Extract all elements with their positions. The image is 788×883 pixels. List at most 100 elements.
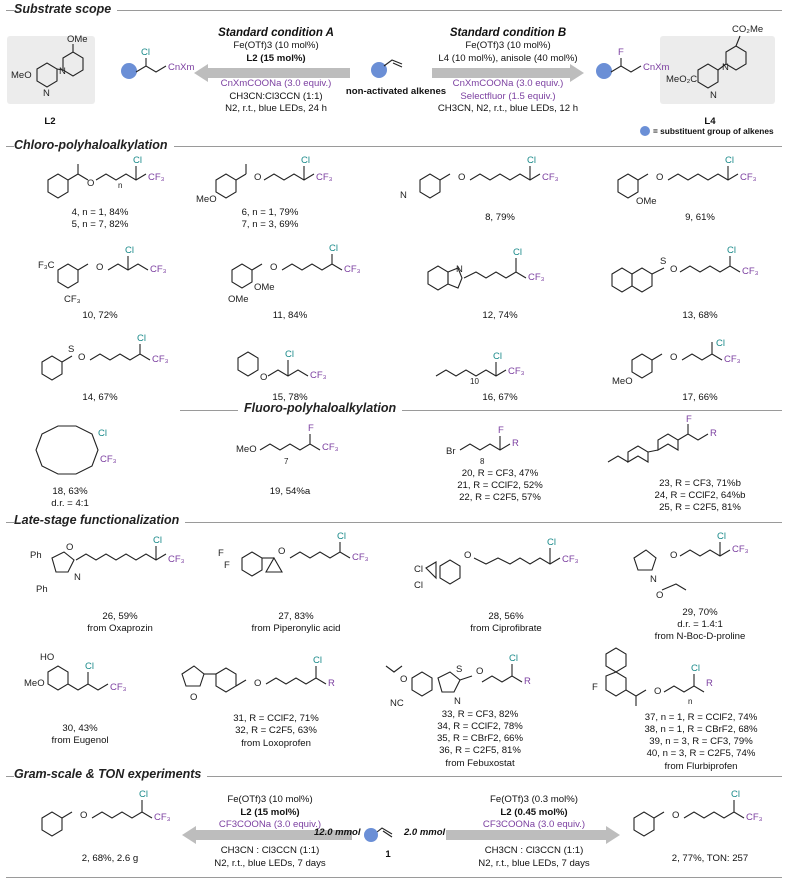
rule-fluoro (180, 410, 782, 411)
svg-text:N: N (650, 574, 657, 585)
condition-A: Standard condition A Fe(OTf)3 (10 mol%) … (218, 27, 334, 115)
arrowhead-A (194, 64, 208, 82)
svg-text:Cl: Cl (547, 537, 556, 548)
label-26: 26, 59% (102, 611, 138, 622)
svg-text:Ph: Ph (30, 550, 42, 561)
structure-14: S O Cl CF₃ (41, 333, 169, 381)
rule-late (6, 522, 782, 523)
gram-arrowhead-right (606, 826, 620, 844)
svg-text:Cl: Cl (133, 155, 142, 166)
alkene-skeleton (383, 59, 403, 68)
gram-arrow-left (196, 830, 352, 840)
label-21: 21, R = CClF2, 52% (457, 480, 543, 491)
svg-text:CF₃: CF₃ (508, 366, 525, 377)
label-29-from: from N-Boc-D-proline (654, 631, 746, 642)
svg-text:Cl: Cl (141, 47, 150, 58)
svg-text:O: O (260, 372, 267, 383)
structure-33-36: O NC S N O Cl R (385, 653, 531, 709)
label-14: 14, 67% (82, 392, 118, 403)
ligand-L2-label: L2 (44, 116, 56, 127)
label-37: 37, n = 1, R = CClF2, 74% (644, 712, 758, 723)
svg-text:O: O (656, 590, 663, 601)
svg-text:R: R (710, 428, 717, 439)
gram-center-label: 1 (385, 849, 391, 860)
svg-text:Cl: Cl (414, 580, 423, 591)
label-35: 35, R = CBrF2, 66% (436, 733, 524, 744)
structure-17: MeO O Cl CF₃ (612, 338, 741, 387)
label-36: 36, R = C2F5, 81% (439, 745, 521, 756)
svg-text:Cl: Cl (139, 789, 148, 800)
gram-right-conditions-bottom: CH3CN : Cl3CCN (1:1) N2, r.t., blue LEDs… (478, 845, 590, 869)
svg-text:O: O (464, 550, 471, 561)
svg-text:CF₃: CF₃ (740, 172, 757, 183)
svg-text:O: O (476, 666, 483, 677)
svg-text:Cl: Cl (727, 245, 736, 256)
svg-text:CF₃: CF₃ (322, 442, 339, 453)
label-19: 19, 54%a (269, 486, 311, 497)
substituent-dot-icon-2 (596, 63, 612, 79)
ligand-L2-structure: OMe MeO N N (11, 34, 88, 99)
svg-text:OMe: OMe (636, 196, 657, 207)
structure-11: OMe OMe O Cl CF₃ (228, 243, 361, 305)
label-11: 11, 84% (272, 310, 308, 321)
svg-text:Cl: Cl (125, 245, 134, 256)
structure-28: Cl Cl O Cl CF₃ (414, 537, 579, 591)
svg-text:Cl: Cl (414, 564, 423, 575)
label-33: 33, R = CF3, 82% (441, 709, 519, 720)
label-39: 39, n = 3, R = CF3, 79% (649, 736, 753, 747)
svg-text:Cl: Cl (691, 663, 700, 674)
product-A-skeleton: Cl CnXm (135, 47, 194, 73)
svg-text:HO: HO (40, 652, 54, 663)
svg-text:MeO: MeO (612, 376, 633, 387)
svg-text:O: O (66, 542, 73, 553)
legend-text: = substituent group of alkenes (653, 126, 774, 136)
svg-text:O: O (270, 262, 277, 273)
svg-text:Cl: Cl (137, 333, 146, 344)
structure-19: MeO 7 F CF₃ (236, 423, 339, 466)
svg-text:O: O (670, 550, 677, 561)
svg-text:Cl: Cl (337, 531, 346, 542)
label-29-dr: d.r. = 1.4:1 (677, 619, 723, 630)
svg-text:Cl: Cl (85, 661, 94, 672)
label-gram-right-product: 2, 77%, TON: 257 (671, 853, 749, 864)
svg-text:O: O (672, 810, 679, 821)
label-34: 34, R = CClF2, 78% (437, 721, 523, 732)
gram-right-conditions-top: Fe(OTf)3 (0.3 mol%) L2 (0.45 mol%) CF3CO… (482, 794, 586, 831)
svg-text:N: N (710, 90, 717, 101)
svg-text:F: F (224, 560, 230, 571)
label-9: 9, 61% (685, 212, 715, 223)
svg-text:NC: NC (390, 698, 404, 709)
structure-6-7: MeO O Cl CF₃ (196, 155, 333, 205)
label-30: 30, 43% (62, 723, 98, 734)
svg-text:Cl: Cl (716, 338, 725, 349)
label-24: 24, R = CClF2, 64%b (654, 490, 746, 501)
svg-text:Cl: Cl (98, 428, 107, 439)
svg-text:CF₃: CF₃ (316, 172, 333, 183)
ligand-L4-label: L4 (704, 116, 716, 127)
structure-12: N Cl CF₃ (427, 247, 545, 291)
alkene-dot-icon (371, 62, 387, 78)
svg-text:8: 8 (480, 457, 485, 466)
svg-text:CF₃: CF₃ (168, 554, 185, 565)
gram-left-conditions-top: Fe(OTf)3 (10 mol%) L2 (15 mol%) CF3COONa… (218, 794, 322, 831)
label-28-from: from Ciprofibrate (470, 623, 542, 634)
structure-27: F F O Cl CF₃ (218, 531, 369, 577)
label-25: 25, R = C2F5, 81% (659, 502, 741, 513)
svg-text:CF₃: CF₃ (528, 272, 545, 283)
svg-text:O: O (96, 262, 103, 273)
svg-text:F: F (618, 47, 624, 58)
svg-text:CF₃: CF₃ (110, 682, 127, 693)
svg-text:Cl: Cl (527, 155, 536, 166)
structure-23-25: F R (607, 414, 717, 463)
ligand-L4-structure: CO₂Me MeO₂C N N (666, 24, 763, 101)
legend-dot-icon (640, 126, 650, 136)
section-title-fluoro: Fluoro-polyhaloalkylation (238, 401, 403, 415)
svg-text:N: N (454, 696, 461, 707)
svg-text:Ph: Ph (36, 584, 48, 595)
label-gram-left-product: 2, 68%, 2.6 g (81, 853, 139, 864)
svg-text:OMe: OMe (228, 294, 249, 305)
svg-text:CF₃: CF₃ (148, 172, 165, 183)
label-29: 29, 70% (682, 607, 718, 618)
svg-text:MeO: MeO (196, 194, 217, 205)
rule-gram (6, 776, 782, 777)
